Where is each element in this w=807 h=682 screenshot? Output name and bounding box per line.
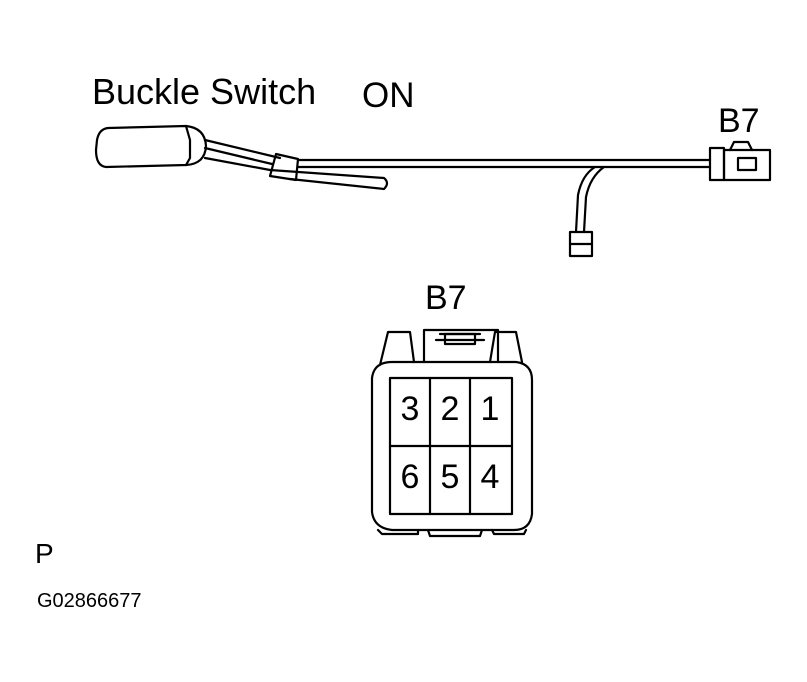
connector-b7-face-label: B7 (425, 279, 467, 317)
wire-branch-short (268, 168, 389, 191)
pin-2: 2 (440, 390, 460, 428)
figure-id-label: G02866677 (37, 590, 142, 612)
pin-6: 6 (400, 458, 420, 496)
wire-bundle (203, 138, 282, 160)
buckle-switch-label: Buckle Switch (92, 71, 317, 112)
buckle-switch-body (94, 124, 208, 169)
pin-1: 1 (480, 390, 500, 428)
pin-3: 3 (400, 390, 420, 428)
pin-5: 5 (440, 458, 460, 496)
switch-state-label: ON (362, 76, 415, 115)
wire-sleeve (268, 152, 300, 182)
view-code-label: P (35, 538, 54, 569)
connector-b7-harness-label: B7 (718, 102, 760, 140)
b7-connector-face (370, 328, 534, 538)
pin-4: 4 (480, 458, 500, 496)
b7-harness-connector (708, 146, 726, 182)
drop-wire (574, 165, 597, 234)
